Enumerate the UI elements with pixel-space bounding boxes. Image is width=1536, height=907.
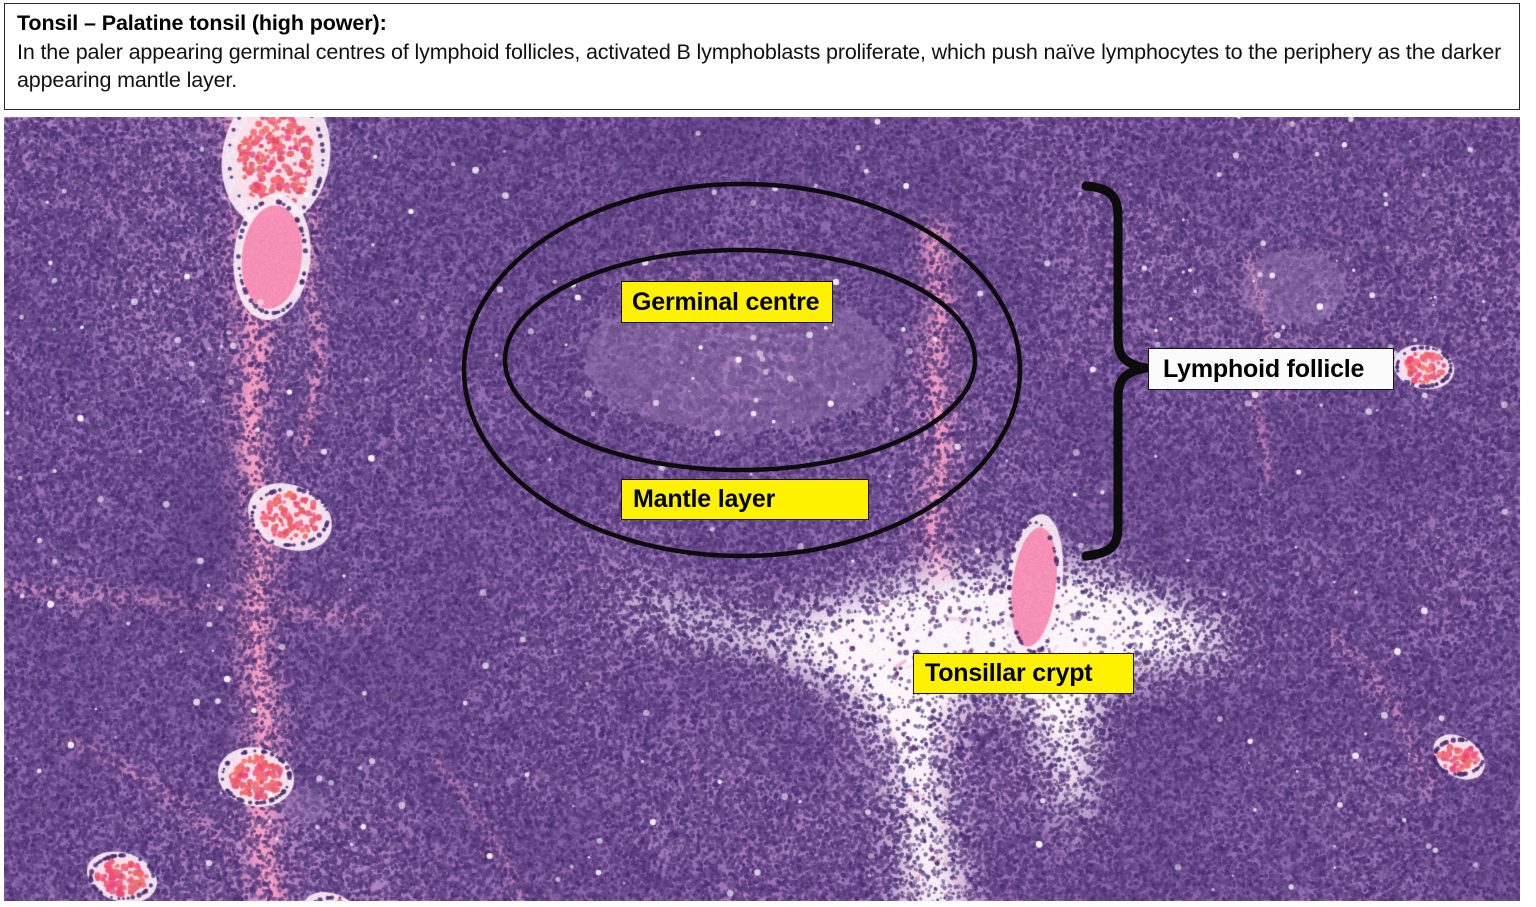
germinal-centre-outline-ellipse [502,247,978,473]
label-lymphoid-follicle[interactable]: Lymphoid follicle [1148,348,1394,390]
caption-title: Tonsil – Palatine tonsil (high power): [17,11,387,35]
label-lymphoid-follicle-text: Lymphoid follicle [1163,354,1365,383]
lymphoid-follicle-brace [1081,181,1151,561]
label-mantle-layer[interactable]: Mantle layer [621,479,869,520]
label-tonsillar-crypt[interactable]: Tonsillar crypt [913,653,1134,694]
follicle-outline-ellipse [461,181,1023,559]
label-tonsillar-crypt-text: Tonsillar crypt [925,659,1093,687]
label-germinal-centre[interactable]: Germinal centre [621,281,833,323]
label-germinal-centre-text: Germinal centre [632,287,820,316]
caption-body: In the paler appearing germinal centres … [17,40,1502,92]
label-mantle-layer-text: Mantle layer [633,485,776,513]
caption-box: Tonsil – Palatine tonsil (high power): I… [4,3,1520,110]
